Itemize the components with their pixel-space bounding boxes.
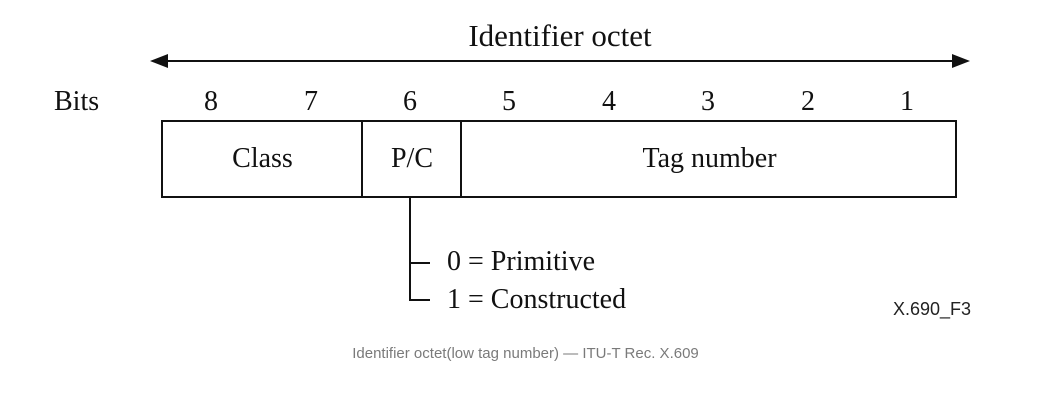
bit-number-4: 4 bbox=[602, 86, 616, 117]
bit-number-2: 2 bbox=[801, 86, 815, 117]
bits-label: Bits bbox=[54, 86, 100, 117]
figure-caption: Identifier octet(low tag number) — ITU-T… bbox=[352, 345, 699, 362]
bit-number-8: 8 bbox=[204, 86, 218, 117]
double-headed-arrow bbox=[150, 54, 970, 68]
arrow-head-right bbox=[952, 54, 970, 68]
arrow-head-left bbox=[150, 54, 168, 68]
identifier-octet-box: Class P/C Tag number bbox=[161, 120, 957, 198]
pc-constructed-label: 1 = Constructed bbox=[447, 284, 627, 315]
tag-number-field: Tag number bbox=[642, 143, 777, 174]
bit-number-5: 5 bbox=[502, 86, 516, 117]
bit-number-6: 6 bbox=[403, 86, 417, 117]
field-divider bbox=[361, 122, 363, 196]
figure-id: X.690_F3 bbox=[893, 299, 972, 319]
bit-number-1: 1 bbox=[900, 86, 914, 117]
diagram-title: Identifier octet bbox=[468, 18, 652, 53]
field-divider bbox=[460, 122, 462, 196]
pc-field: P/C bbox=[390, 143, 434, 174]
bit-number-3: 3 bbox=[701, 86, 715, 117]
pc-primitive-label: 0 = Primitive bbox=[447, 246, 596, 277]
class-field: Class bbox=[232, 143, 293, 174]
pc-connector-lines bbox=[409, 198, 430, 301]
bit-number-7: 7 bbox=[304, 86, 318, 117]
